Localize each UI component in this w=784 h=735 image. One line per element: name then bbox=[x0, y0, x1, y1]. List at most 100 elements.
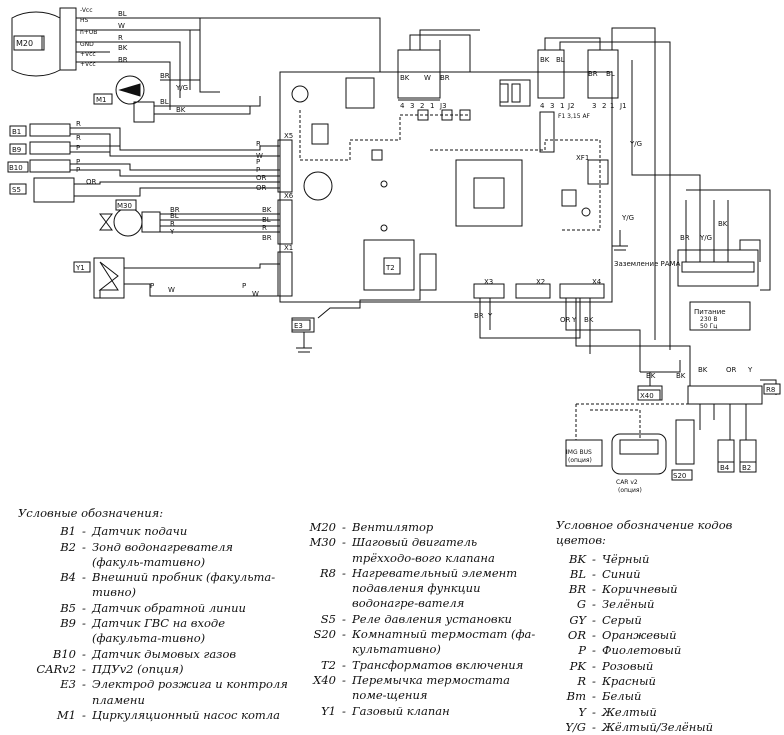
svg-text:OR: OR bbox=[560, 316, 571, 324]
s5-label: S5 bbox=[12, 186, 21, 194]
svg-text:P: P bbox=[256, 166, 260, 174]
svg-text:P: P bbox=[76, 144, 80, 152]
svg-text:Питание: Питание bbox=[694, 308, 726, 316]
legend-item: T2-Трансформатов включения bbox=[321, 657, 524, 672]
svg-text:BL: BL bbox=[556, 56, 565, 64]
svg-text:P: P bbox=[242, 282, 246, 290]
svg-text:BR: BR bbox=[262, 234, 272, 242]
svg-text:J2: J2 bbox=[567, 102, 575, 110]
svg-text:(опция): (опция) bbox=[568, 457, 592, 464]
svg-text:(опция): (опция) bbox=[618, 487, 642, 494]
color-code-item: G-Зелёный bbox=[576, 597, 655, 612]
legend-item: E3-Электрод розжига и контроля пламени bbox=[60, 677, 288, 707]
svg-text:GND: GND bbox=[80, 41, 94, 48]
e3-label: E3 bbox=[294, 322, 303, 330]
svg-text:BK: BK bbox=[676, 372, 686, 380]
svg-text:P: P bbox=[76, 166, 80, 174]
legend-item: X40-Перемычка термостата поме-щения bbox=[313, 672, 510, 703]
svg-text:XF1: XF1 bbox=[576, 154, 589, 162]
svg-text:W: W bbox=[424, 74, 431, 82]
svg-text:BK: BK bbox=[262, 206, 272, 214]
svg-text:W: W bbox=[118, 22, 125, 30]
legend-colors: Условное обозначение кодов цветов: BK-Чё… bbox=[556, 518, 776, 735]
svg-text:BL: BL bbox=[160, 98, 169, 106]
legend-item: B9-Датчик ГВС на входе (факульта-тивно) bbox=[60, 616, 225, 646]
m30-label: M30 bbox=[117, 202, 132, 210]
legend-middle: M20-Вентилятор M30-Шаговый двигатель трё… bbox=[308, 520, 538, 719]
svg-text:W: W bbox=[256, 152, 263, 160]
svg-text:X3: X3 bbox=[484, 278, 493, 286]
svg-text:R: R bbox=[76, 120, 81, 128]
svg-text:OR: OR bbox=[256, 184, 267, 192]
svg-text:X4: X4 bbox=[592, 278, 602, 286]
svg-text:BK: BK bbox=[176, 106, 186, 114]
legend-item: B1-Датчик подачи bbox=[60, 524, 188, 539]
legend-item: S5-Реле давления установки bbox=[320, 611, 512, 626]
svg-text:BR: BR bbox=[440, 74, 450, 82]
legend-left: Условные обозначения: B1-Датчик подачи B… bbox=[18, 506, 288, 723]
svg-text:BR: BR bbox=[680, 234, 690, 242]
svg-text:BK: BK bbox=[698, 366, 708, 374]
x40-label: X40 bbox=[640, 392, 654, 400]
legend-item: B2-Зонд водонагревателя (факуль-тативно) bbox=[60, 539, 234, 569]
legend-item: R8-Нагревательный элемент подавления фун… bbox=[320, 565, 518, 611]
legend-title: Условные обозначения: bbox=[18, 506, 164, 520]
r8-label: R8 bbox=[766, 386, 775, 394]
svg-text:BK: BK bbox=[646, 372, 656, 380]
color-code-item: Y/G-Жёлтый/Зелёный bbox=[565, 719, 714, 734]
svg-text:P: P bbox=[150, 282, 154, 290]
svg-text:BL: BL bbox=[262, 216, 271, 224]
b1-label: B1 bbox=[12, 128, 21, 136]
control-board bbox=[279, 71, 613, 303]
svg-text:Y/G: Y/G bbox=[699, 234, 712, 242]
svg-text:BL: BL bbox=[118, 10, 127, 18]
legend-item: M20-Вентилятор bbox=[309, 520, 434, 534]
svg-text:Y: Y bbox=[487, 312, 493, 320]
color-code-item: P-Фиолетовый bbox=[578, 643, 682, 658]
svg-text:2: 2 bbox=[602, 102, 606, 110]
legend-item: M30-Шаговый двигатель трёхходо-вого клап… bbox=[309, 535, 495, 565]
svg-text:+Vcc: +Vcc bbox=[80, 61, 96, 68]
color-code-item: OR-Оранжевый bbox=[567, 628, 677, 643]
legend-item: B4-Внешний пробник (факульта-тивно) bbox=[60, 570, 276, 600]
legend-colors-title: Условное обозначение кодов цветов: bbox=[556, 518, 733, 548]
svg-text:J3: J3 bbox=[439, 102, 447, 110]
svg-text:J1: J1 bbox=[619, 102, 627, 110]
svg-text:X1: X1 bbox=[284, 244, 293, 252]
svg-text:R: R bbox=[170, 220, 175, 228]
svg-text:BR: BR bbox=[474, 312, 484, 320]
svg-text:OR: OR bbox=[726, 366, 737, 374]
svg-text:BL: BL bbox=[606, 70, 615, 78]
s20-label: S20 bbox=[673, 472, 686, 480]
svg-text:P: P bbox=[76, 158, 80, 166]
svg-text:4: 4 bbox=[400, 102, 405, 110]
y1-label: Y1 bbox=[75, 264, 85, 272]
svg-text:R: R bbox=[76, 134, 81, 142]
svg-text:Y: Y bbox=[747, 366, 753, 374]
svg-text:BR: BR bbox=[160, 72, 170, 80]
svg-text:R: R bbox=[256, 140, 261, 148]
svg-text:2: 2 bbox=[420, 102, 424, 110]
svg-text:R: R bbox=[262, 224, 267, 232]
color-code-item: Bm-Белый bbox=[566, 689, 642, 704]
legend-item: CARv2-ПДУv2 (опция) bbox=[36, 661, 184, 676]
svg-text:Y/G: Y/G bbox=[629, 140, 642, 148]
svg-text:BR: BR bbox=[588, 70, 598, 78]
svg-text:3: 3 bbox=[410, 102, 414, 110]
svg-text:3: 3 bbox=[592, 102, 596, 110]
svg-text:HS: HS bbox=[80, 17, 89, 24]
color-code-item: BL-Синий bbox=[569, 566, 641, 581]
b4-label: B4 bbox=[720, 464, 730, 472]
svg-text:-Vcc: -Vcc bbox=[80, 7, 93, 14]
color-code-item: GY-Серый bbox=[569, 612, 642, 627]
t2-label: T2 bbox=[385, 264, 395, 272]
color-code-item: R-Красный bbox=[577, 673, 656, 688]
color-code-item: BK-Чёрный bbox=[568, 551, 650, 566]
svg-text:BK: BK bbox=[118, 44, 128, 52]
svg-text:OR: OR bbox=[256, 174, 267, 182]
svg-text:50 Гц: 50 Гц bbox=[700, 323, 717, 330]
color-code-item: Y-Желтый bbox=[578, 704, 657, 719]
legend-item: Y1-Газовый клапан bbox=[321, 703, 450, 718]
svg-text:1: 1 bbox=[560, 102, 564, 110]
svg-text:1: 1 bbox=[430, 102, 434, 110]
